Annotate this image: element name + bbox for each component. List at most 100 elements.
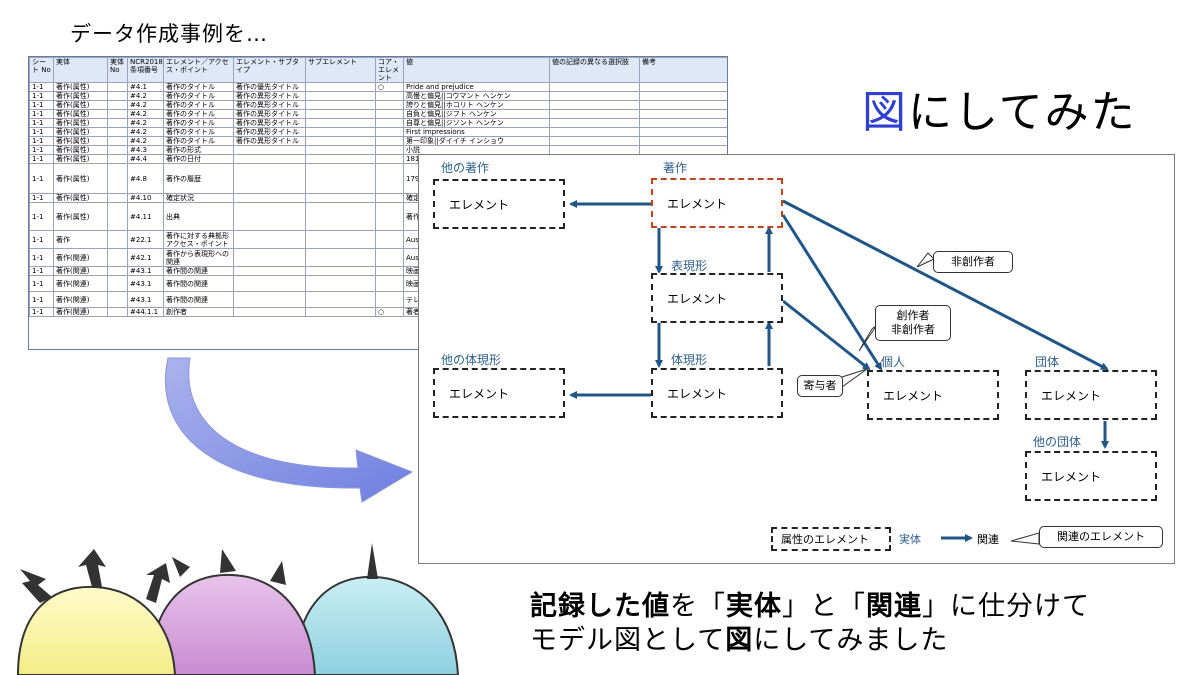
- table-cell: 1-1: [29, 307, 54, 317]
- table-cell: [375, 291, 404, 308]
- element-text: エレメント: [1041, 469, 1102, 484]
- table-cell: #4.8: [127, 163, 164, 194]
- table-cell: [375, 193, 404, 203]
- table-cell: 1-1: [29, 154, 54, 164]
- table-cell: 著作(関連): [53, 266, 108, 276]
- table-cell: 1-1: [29, 230, 54, 249]
- table-cell: 1-1: [29, 109, 54, 119]
- table-cell: [375, 109, 404, 119]
- table-cell: 著作間の関連: [163, 266, 234, 276]
- table-cell: #4.4: [127, 154, 164, 164]
- table-cell: [107, 154, 128, 164]
- table-cell: [107, 202, 128, 231]
- element-text: エレメント: [883, 388, 944, 403]
- label-other-work: 他の著作: [441, 161, 490, 175]
- element-text: エレメント: [1041, 388, 1102, 403]
- table-cell: 著作(関連): [53, 307, 108, 317]
- table-cell: 著作の優先タイトル: [233, 82, 306, 92]
- table-cell: 1-1: [29, 118, 54, 128]
- table-cell: 著作間の関連: [163, 291, 234, 308]
- table-cell: #4.3: [127, 145, 164, 155]
- table-cell: [375, 230, 404, 249]
- table-cell: [305, 145, 376, 155]
- label-other-manifestation: 他の体現形: [441, 353, 502, 367]
- table-cell: [233, 275, 306, 292]
- table-cell: 著作(属性): [53, 82, 108, 92]
- table-cell: [305, 291, 376, 308]
- table-cell: 1-1: [29, 202, 54, 231]
- table-cell: [639, 136, 727, 146]
- table-cell: 著作: [53, 230, 108, 249]
- table-cell: #43.1: [127, 291, 164, 308]
- table-cell: [233, 145, 306, 155]
- table-cell: [375, 118, 404, 128]
- table-cell: [549, 118, 640, 128]
- other-manifestation-element-box: エレメント: [433, 368, 565, 418]
- table-cell: [305, 248, 376, 267]
- table-cell: [375, 266, 404, 276]
- table-cell: 著作(属性): [53, 202, 108, 231]
- table-cell: 1-1: [29, 100, 54, 110]
- table-cell: 著作の異形タイトル: [233, 91, 306, 101]
- title-accent: 図: [862, 87, 908, 138]
- table-cell: 著作のタイトル: [163, 118, 234, 128]
- curved-arrow-icon: [164, 357, 414, 503]
- column-header: コア・エレメント: [375, 57, 404, 83]
- table-cell: [107, 230, 128, 249]
- table-cell: [375, 154, 404, 164]
- table-cell: #4.2: [127, 127, 164, 137]
- table-cell: [107, 118, 128, 128]
- label-person: 個人: [881, 355, 906, 369]
- mascot-purple: [148, 549, 317, 675]
- table-cell: 著作(属性): [53, 145, 108, 155]
- column-header: エレメント・サブタイプ: [233, 57, 306, 83]
- legend-relation: 関連: [977, 533, 999, 546]
- table-cell: [305, 307, 376, 317]
- table-cell: 著作(属性): [53, 91, 108, 101]
- mascot-yellow: [16, 549, 177, 675]
- table-cell: [639, 118, 727, 128]
- table-cell: #4.2: [127, 136, 164, 146]
- other-work-element-box: エレメント: [433, 179, 565, 229]
- table-cell: 著作の異形タイトル: [233, 118, 306, 128]
- column-header: NCR2018 条項番号: [127, 57, 164, 83]
- table-cell: #44.1.1: [127, 307, 164, 317]
- column-header: 値: [403, 57, 550, 83]
- title-rest: にしてみた: [908, 87, 1137, 138]
- table-cell: [233, 230, 306, 249]
- table-cell: 著作(属性): [53, 193, 108, 203]
- heading: データ作成事例を…: [70, 22, 268, 46]
- table-cell: #42.1: [127, 248, 164, 267]
- legend-attr-text: 属性のエレメント: [781, 533, 869, 546]
- table-cell: [107, 127, 128, 137]
- table-cell: #43.1: [127, 266, 164, 276]
- table-cell: [233, 154, 306, 164]
- table-cell: 著作の日付: [163, 154, 234, 164]
- table-cell: 1-1: [29, 266, 54, 276]
- table-cell: ○: [375, 307, 404, 317]
- element-text: エレメント: [667, 291, 728, 306]
- table-cell: [305, 82, 376, 92]
- label-other-corporate: 他の団体: [1033, 435, 1082, 449]
- table-cell: #4.1: [127, 82, 164, 92]
- table-cell: [305, 118, 376, 128]
- table-cell: 高慢と偏見||コウマント ヘンケン: [403, 91, 550, 101]
- table-cell: [107, 109, 128, 119]
- column-header: エレメント／アクセス・ポイント: [163, 57, 234, 83]
- table-cell: 著作の履歴: [163, 163, 234, 194]
- table-cell: 著作(関連): [53, 291, 108, 308]
- table-cell: 1-1: [29, 136, 54, 146]
- table-cell: 1-1: [29, 193, 54, 203]
- table-cell: [305, 136, 376, 146]
- caption: 記録した値を「実体」と「関連」に仕分けて モデル図として図にしてみました: [530, 590, 1090, 658]
- mascot-blue: [293, 543, 460, 675]
- table-cell: [107, 275, 128, 292]
- table-cell: [305, 154, 376, 164]
- callout-creator-line1: 創作者: [896, 309, 930, 322]
- element-text: エレメント: [449, 197, 510, 212]
- table-cell: 著作(属性): [53, 163, 108, 194]
